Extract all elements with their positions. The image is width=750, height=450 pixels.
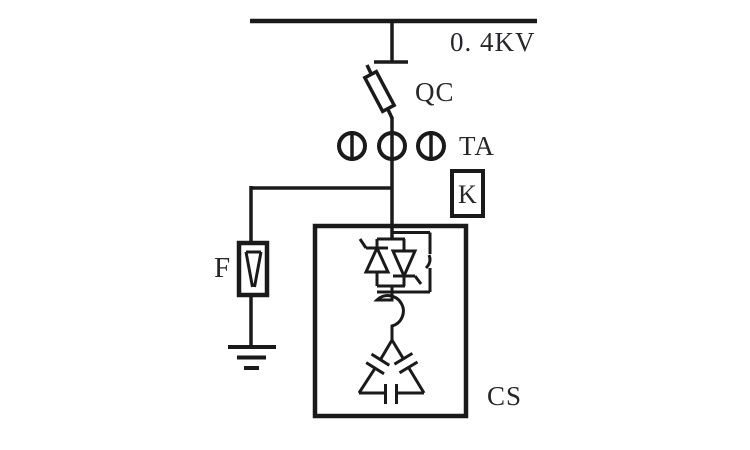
thyristor-valve <box>358 233 423 301</box>
qc-fuse-switch: QC <box>362 60 455 119</box>
series-reactor <box>373 292 405 341</box>
capacitor-plate-icon <box>393 352 414 366</box>
scr-right-gate <box>413 275 423 285</box>
cs-label: CS <box>487 381 522 411</box>
relay-box <box>450 169 485 218</box>
arrester-branch: F <box>214 186 392 370</box>
capacitor-plate-icon <box>370 352 391 367</box>
arrester-arrow-left <box>244 251 254 288</box>
ta-label: TA <box>459 131 495 161</box>
delta-right-seg1 <box>390 339 405 360</box>
delta-right-seg2 <box>407 366 426 394</box>
arrester-arrow-right <box>253 251 263 288</box>
ta-current-transformers: TA <box>337 131 495 161</box>
scr-down-icon <box>390 249 418 280</box>
qc-label: QC <box>415 77 455 107</box>
ct-icon <box>416 131 446 161</box>
scr-up-icon <box>363 244 391 274</box>
ct-icon <box>377 131 407 161</box>
ct-icon <box>337 131 367 161</box>
reactor-icon <box>373 292 405 341</box>
delta-left-seg2 <box>357 367 377 394</box>
cs-cabinet: CS <box>312 223 522 419</box>
k-label: K <box>458 180 477 209</box>
ground-icon <box>228 295 276 370</box>
busbar-voltage-label: 0. 4KV <box>450 27 536 57</box>
contact-arc-icon <box>424 254 432 270</box>
delta-left-seg1 <box>379 339 394 361</box>
bypass-contact <box>377 231 432 294</box>
f-label: F <box>214 252 230 284</box>
scr-left-gate <box>358 238 368 249</box>
cabinet-box <box>312 223 469 419</box>
k-relay: K <box>450 169 485 218</box>
delta-capacitor-bank <box>357 339 426 404</box>
fuse-body-icon <box>362 69 397 114</box>
